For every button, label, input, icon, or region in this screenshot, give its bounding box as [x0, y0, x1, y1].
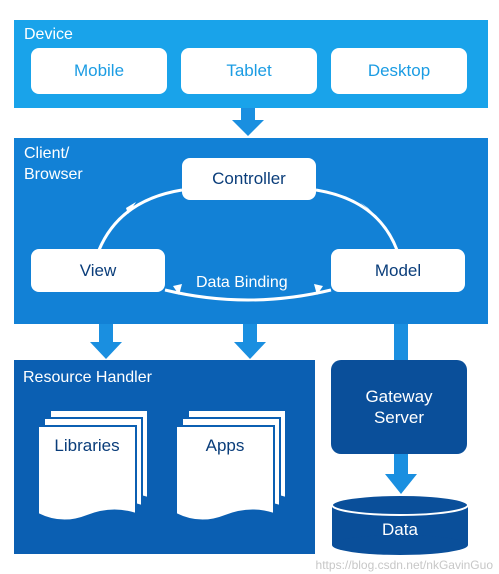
libraries-doc-stack	[37, 409, 149, 522]
gateway-server-box: Gateway Server	[331, 360, 467, 454]
arrow-device-to-client	[232, 108, 264, 136]
device-title: Device	[24, 26, 73, 43]
client-title-line2: Browser	[24, 166, 83, 183]
connector-client-to-gateway	[394, 324, 408, 362]
arrow-client-to-resource-right	[234, 324, 266, 359]
resource-title: Resource Handler	[23, 369, 152, 386]
gateway-line2: Server	[373, 408, 425, 427]
model-box: Model	[331, 249, 465, 292]
apps-label: Apps	[205, 436, 245, 455]
controller-box: Controller	[182, 158, 316, 200]
client-panel: Client/ Browser	[14, 138, 488, 324]
apps-doc-stack	[175, 409, 287, 522]
device-mobile: Mobile	[31, 48, 167, 94]
view-box: View	[31, 249, 165, 292]
arrowhead-upper-left	[126, 202, 136, 214]
arrowhead-bottom-right	[314, 284, 323, 295]
client-title-line1: Client/	[24, 145, 70, 162]
device-desktop: Desktop	[331, 48, 467, 94]
device-tablet: Tablet	[181, 48, 317, 94]
arrow-client-to-resource-left	[90, 324, 122, 359]
libraries-label: Libraries	[54, 436, 120, 455]
device-panel: Device Mobile Tablet Desktop	[14, 20, 488, 108]
watermark: https://blog.csdn.net/nkGavinGuo	[315, 558, 493, 572]
cycle-arrowheads	[126, 202, 374, 295]
data-binding-label: Data Binding	[196, 274, 288, 291]
database-icon	[331, 494, 469, 555]
arrowhead-upper-right	[360, 202, 374, 214]
arrowhead-bottom-left	[173, 284, 182, 295]
data-label: Data	[382, 520, 418, 539]
arrow-gateway-to-data	[385, 454, 417, 494]
gateway-line1: Gateway	[365, 387, 433, 406]
